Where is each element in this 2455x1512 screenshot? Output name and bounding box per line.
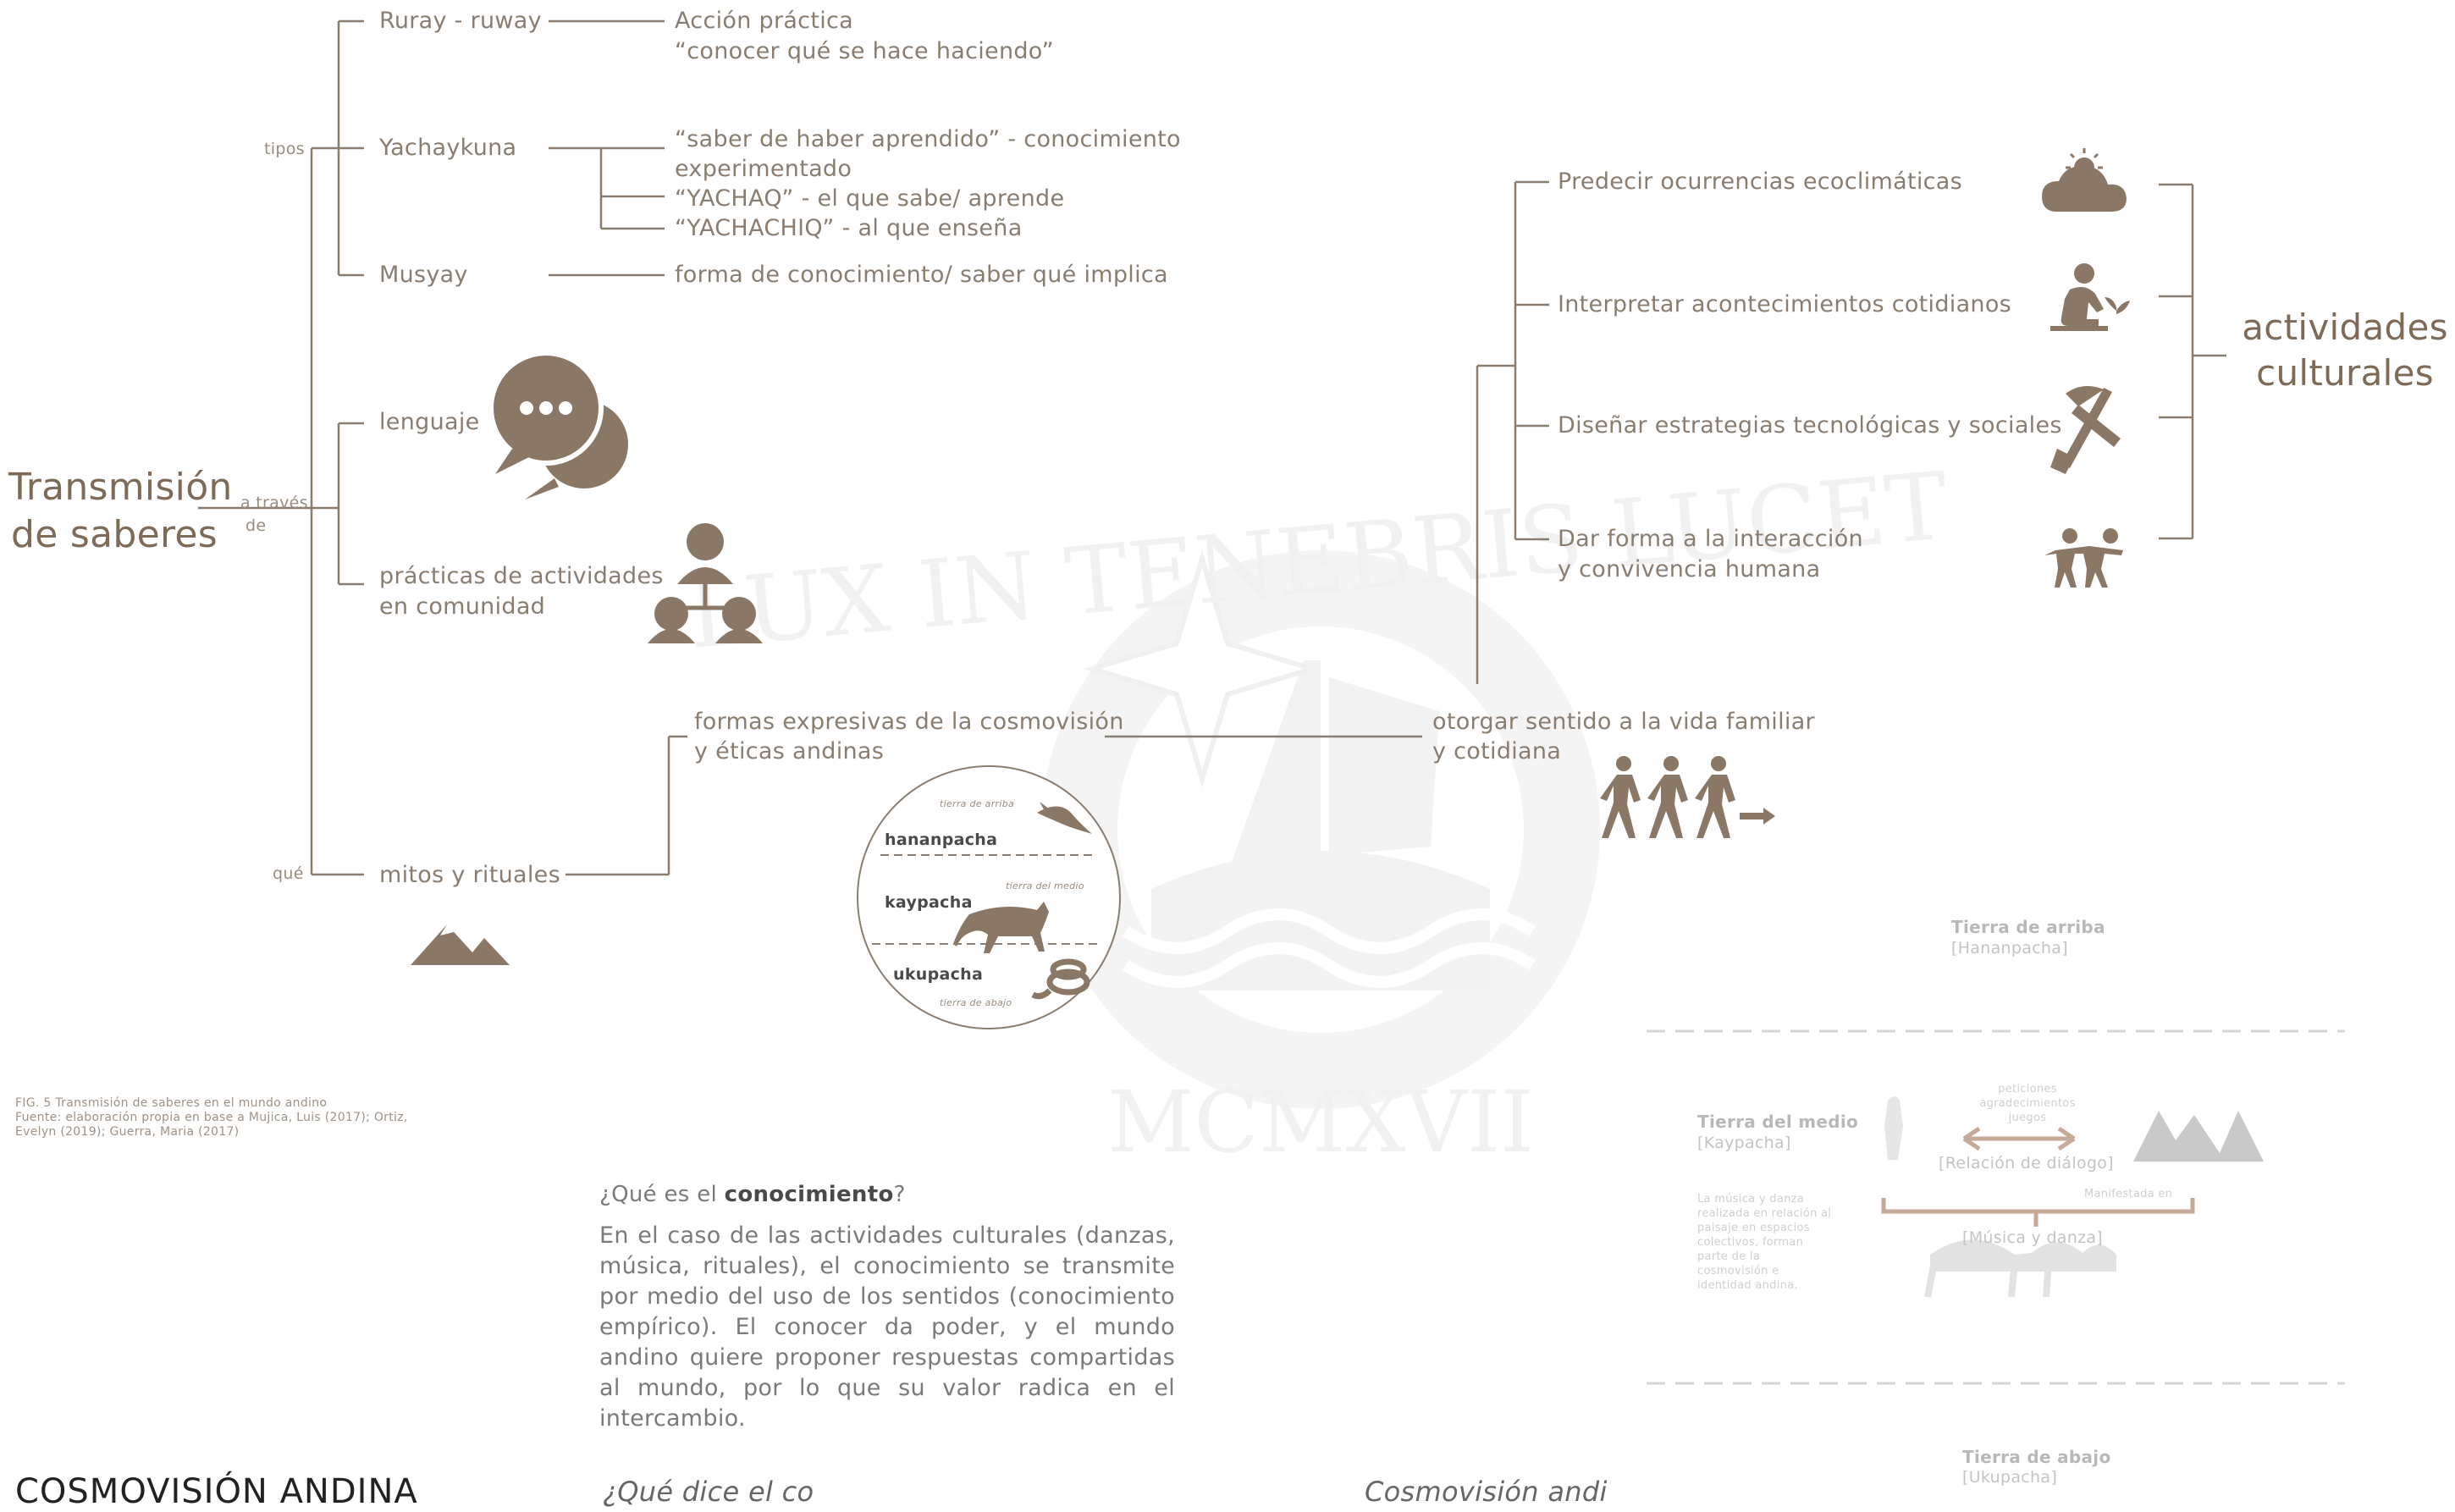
bottom-mid-text: ¿Qué dice el co [603, 1476, 814, 1508]
medio-practicas-line1: prácticas de actividades [379, 563, 664, 589]
serpent-icon [1031, 958, 1090, 1000]
actividad-dar-forma-line1: Dar forma a la interacción [1558, 526, 1863, 552]
question-bold: conocimiento [724, 1182, 894, 1207]
que-otorgar-line2: y cotidiana [1432, 738, 1562, 764]
connector-tipos: tipos [264, 140, 305, 158]
sun-cloud-icon [2042, 148, 2127, 212]
medio-practicas-line2: en comunidad [379, 593, 546, 620]
cosmos-ukupacha: ukupacha [893, 965, 984, 984]
bottom-heading: COSMOVISIÓN ANDINA [15, 1472, 418, 1511]
tree-connectors [198, 19, 2226, 876]
question-pre: ¿Qué es el [599, 1182, 725, 1207]
question-heading: ¿Qué es el conocimiento? [599, 1179, 906, 1210]
speech-bubbles-icon [488, 350, 628, 499]
puma-icon [953, 902, 1049, 953]
que-otorgar-line1: otorgar sentido a la vida familiar [1432, 709, 1815, 735]
tipo-musyay-label: Musyay [379, 262, 468, 288]
actividad-dar-forma-line2: y convivencia humana [1558, 556, 1821, 582]
knowledge-paragraph: En el caso de las actividades culturales… [599, 1222, 1175, 1432]
tipo-ruray-desc1: Acción práctica [675, 8, 854, 34]
actividad-disenar: Diseñar estrategias tecnológicas y socia… [1558, 412, 2062, 439]
community-network-icon [648, 523, 763, 643]
question-post: ? [893, 1182, 906, 1207]
cosmos-abajo-note: tierra de abajo [940, 997, 1012, 1008]
faded-strata-diagram [1647, 1029, 2345, 1385]
connector-a-traves: a través [240, 494, 308, 512]
tipo-yachaykuna-desc1: “saber de haber aprendido” - conocimient… [675, 126, 1181, 152]
planting-person-icon [2050, 263, 2130, 331]
tipo-musyay-desc1: forma de conocimiento/ saber qué implica [675, 262, 1168, 288]
que-formas-line1: formas expresivas de la cosmovisión [694, 709, 1124, 735]
faded-manifestada: Manifestada en [2084, 1188, 2173, 1200]
actividad-interpretar: Interpretar acontecimientos cotidianos [1558, 291, 2012, 317]
cosmos-kaypacha: kaypacha [885, 893, 973, 912]
faded-abajo-sub: [Ukupacha] [1962, 1468, 2058, 1487]
tipo-yachaykuna-desc2: experimentado [675, 156, 852, 182]
connector-que: qué [273, 864, 304, 883]
main-title-line2: de saberes [11, 513, 218, 556]
cosmos-arriba-note: tierra de arriba [940, 798, 1015, 809]
actividades-title-line2: culturales [2256, 352, 2434, 394]
actividades-title-line1: actividades [2242, 306, 2448, 348]
dancing-children-icon [2044, 528, 2123, 588]
tipo-yachaykuna-label: Yachaykuna [379, 135, 517, 161]
tools-icon [2050, 386, 2121, 474]
connector-de: de [246, 516, 267, 535]
walking-group-icon [1600, 756, 1775, 838]
faded-relacion: [Relación de diálogo] [1939, 1154, 2114, 1173]
tipo-ruray-label: Ruray - ruway [379, 8, 542, 34]
main-title-line1: Transmisión [8, 466, 233, 509]
tipo-yachaykuna-desc4: “YACHACHIQ” - al que enseña [675, 215, 1023, 241]
cosmos-hananpacha: hananpacha [885, 830, 998, 849]
watermark-year: MCMXVII [1107, 1073, 1534, 1172]
tipo-yachaykuna-desc3: “YACHAQ” - el que sabe/ aprende [675, 185, 1065, 212]
faded-medio-title: Tierra del medio [1697, 1112, 1859, 1132]
actividades-title: actividades culturales [2235, 305, 2455, 396]
cosmos-medio-note: tierra del medio [1006, 880, 1084, 891]
main-title: Transmisión de saberes [8, 464, 233, 559]
faded-arriba-title: Tierra de arriba [1951, 917, 2105, 937]
medio-lenguaje: lenguaje [379, 409, 480, 435]
figure-caption-line2: Fuente: elaboración propia en base a Muj… [15, 1111, 408, 1124]
mountains-icon [411, 924, 510, 965]
tipo-ruray-desc2: “conocer qué se hace haciendo” [675, 38, 1054, 64]
actividad-predecir: Predecir ocurrencias ecoclimáticas [1558, 168, 1962, 195]
faded-peticiones: peticiones agradecimientos juegos [1979, 1083, 2076, 1124]
faded-medio-sub: [Kaypacha] [1697, 1134, 1791, 1152]
bottom-right-text: Cosmovisión andi [1365, 1476, 1608, 1508]
que-mitos: mitos y rituales [379, 862, 560, 888]
faded-medio-desc: La música y danza realizada en relación … [1697, 1193, 1832, 1292]
que-formas-line2: y éticas andinas [694, 738, 885, 764]
condor-icon [1037, 802, 1092, 834]
figure-caption-line1: FIG. 5 Transmisión de saberes en el mund… [15, 1096, 328, 1110]
faded-arriba-sub: [Hananpacha] [1951, 939, 2068, 957]
faded-abajo-title: Tierra de abajo [1962, 1447, 2111, 1467]
figure-caption-line3: Evelyn (2019); Guerra, Maria (2017) [15, 1125, 240, 1139]
faded-musica: [Música y danza] [1962, 1228, 2104, 1247]
